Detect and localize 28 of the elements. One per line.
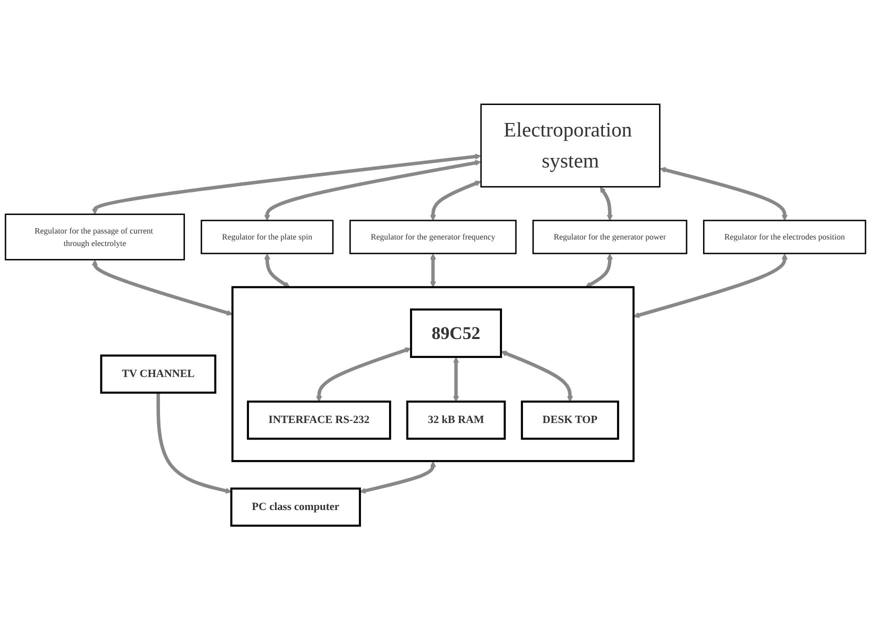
- arrow: [264, 253, 290, 288]
- arrow: [92, 154, 482, 215]
- node-box: Regulator for the plate spin: [200, 220, 334, 254]
- arrow: [585, 253, 613, 288]
- arrow: [660, 167, 788, 221]
- arrow: [316, 347, 412, 402]
- arrow: [360, 461, 436, 494]
- node-box: Regulator for the generator frequency: [349, 220, 517, 254]
- node-box: 89C52: [410, 308, 502, 358]
- arrow: [264, 160, 482, 221]
- arrow: [430, 253, 436, 288]
- arrow: [452, 356, 460, 402]
- node-box: INTERFACE RS-232: [246, 400, 392, 440]
- node-box: Regulator for the generator power: [532, 220, 688, 254]
- node-box: Regulator for the electrodes position: [703, 220, 866, 254]
- node-box: 32 kB RAM: [406, 400, 506, 440]
- arrow: [156, 392, 232, 494]
- cluster: [231, 286, 635, 462]
- node-box: DESK TOP: [520, 400, 620, 440]
- arrow: [430, 180, 482, 221]
- arrow: [500, 350, 574, 402]
- arrow: [92, 260, 233, 316]
- node-box: Regulator for the passage of current through electrolyte: [4, 214, 185, 260]
- node-box: PC class computer: [230, 488, 361, 527]
- node-box: TV CHANNEL: [100, 354, 216, 394]
- arrow: [633, 253, 788, 318]
- node-box: Electroporation system: [480, 104, 660, 188]
- arrow: [600, 186, 613, 221]
